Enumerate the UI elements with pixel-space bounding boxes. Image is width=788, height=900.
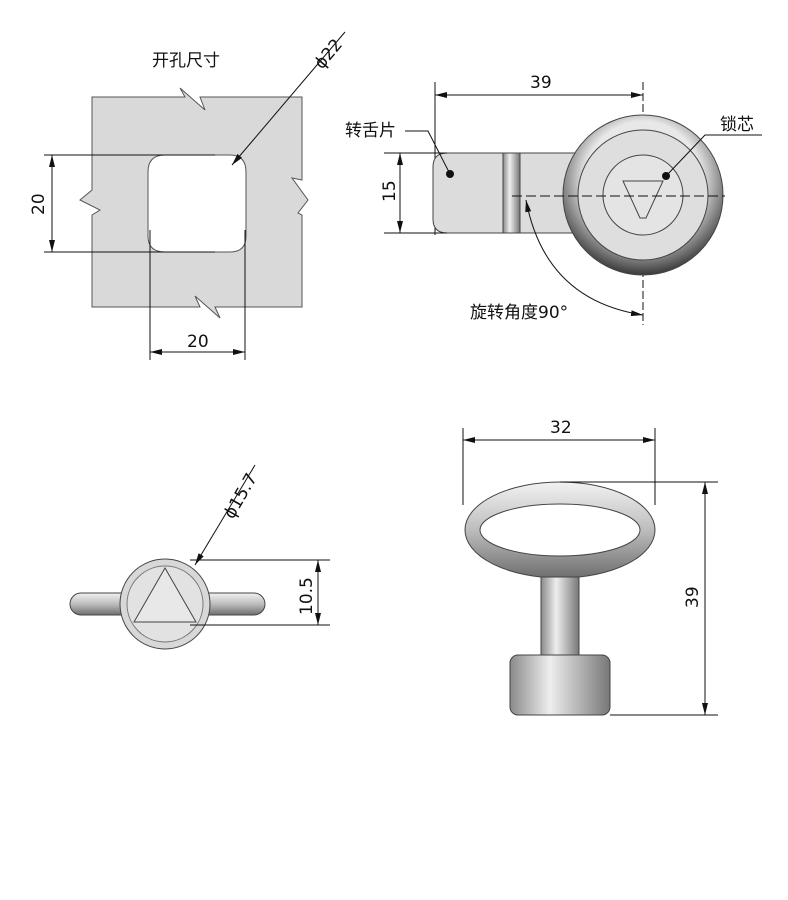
- cutout-view: 开孔尺寸 20 20 ϕ22: [29, 31, 347, 360]
- key-width-label: 32: [550, 418, 572, 438]
- front-diameter-label: ϕ15.7: [220, 470, 262, 523]
- tongue-groove: [502, 152, 521, 234]
- key-stem: [540, 576, 580, 660]
- cutout-width-label: 20: [187, 332, 209, 352]
- rotation-label: 旋转角度90°: [470, 303, 568, 323]
- side-view: 39 15 转舌片 锁芯 旋转角度90°: [345, 73, 762, 325]
- key-height-label: 39: [683, 586, 703, 608]
- cutout-height-label: 20: [29, 193, 49, 215]
- key-barrel: [509, 654, 611, 716]
- core-label: 锁芯: [720, 115, 754, 135]
- tongue-label: 转舌片: [345, 121, 396, 141]
- cutout-title: 开孔尺寸: [152, 51, 220, 71]
- side-length-label: 39: [530, 73, 552, 93]
- front-height-label: 10.5: [297, 577, 317, 615]
- key-view: 32 39: [462, 418, 718, 716]
- cutout-hole: [147, 154, 247, 253]
- front-view: 10.5 ϕ15.7: [69, 464, 330, 650]
- cutout-diameter-label: ϕ22: [311, 35, 347, 73]
- tongue-width-label: 15: [380, 180, 400, 202]
